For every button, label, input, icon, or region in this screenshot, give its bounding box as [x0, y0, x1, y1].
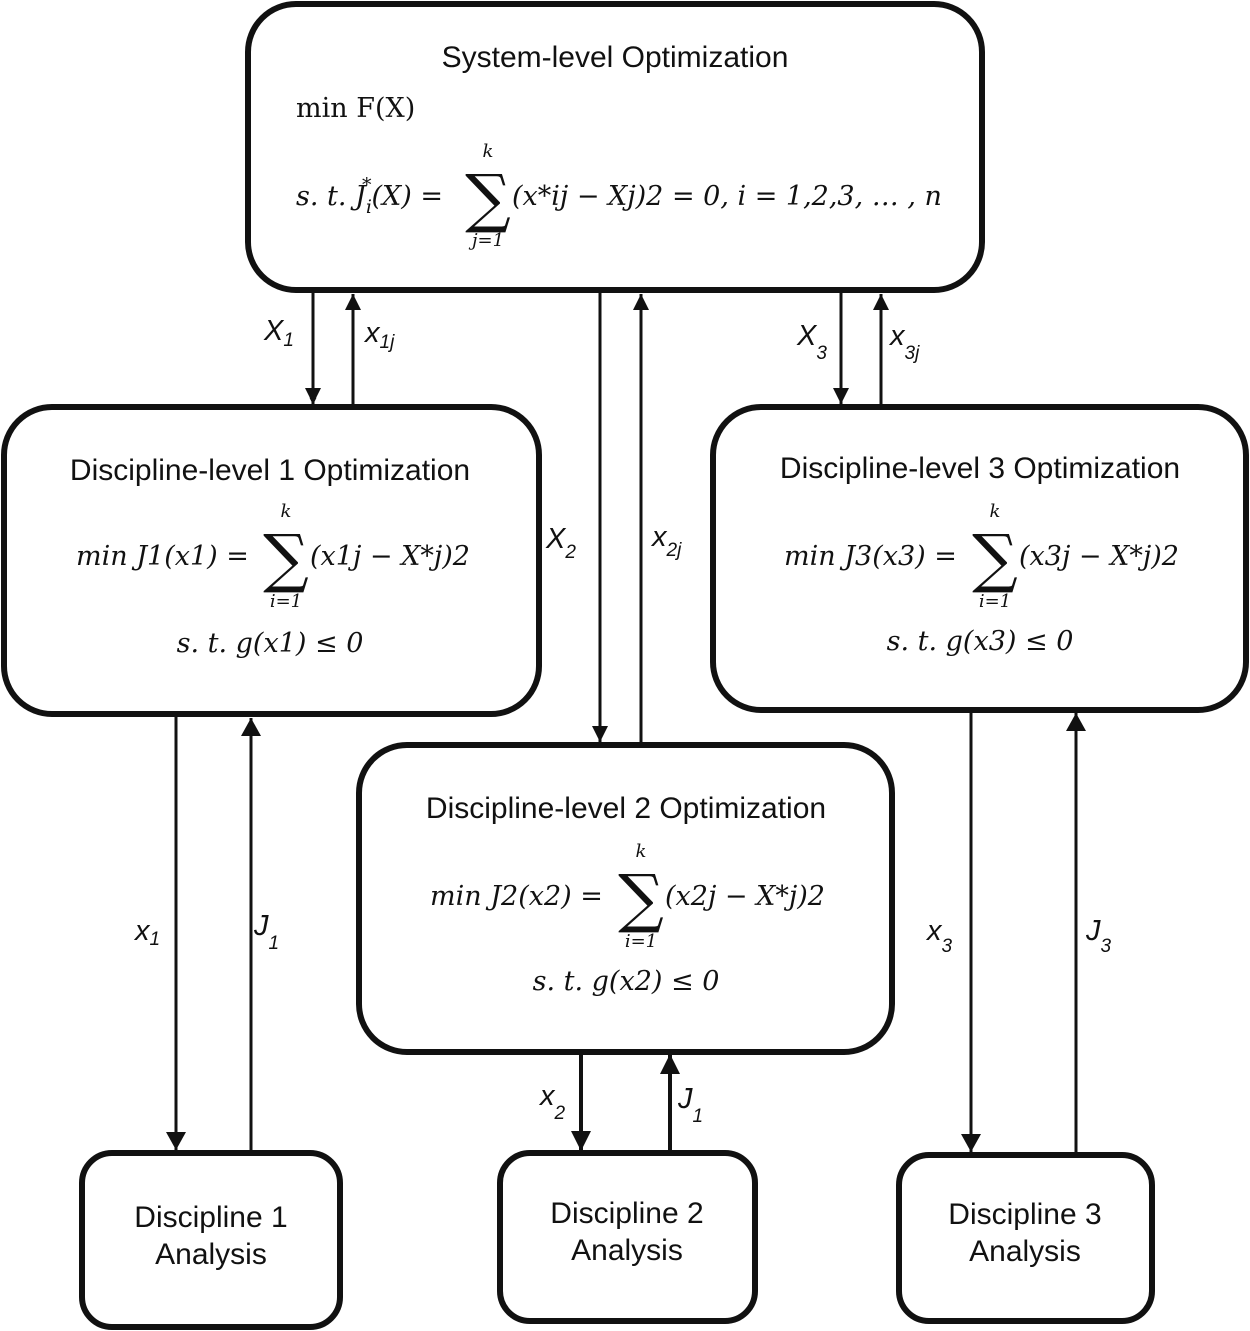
discipline2-objective-rhs: (x2j − X*j)2 [665, 881, 825, 912]
system-objective: min F(X) [296, 93, 415, 124]
discipline3-analysis-box [896, 1152, 1155, 1324]
arrowhead [1066, 713, 1086, 731]
system-sum-top: k [483, 141, 494, 162]
discipline3-objective-lhs: min J3(x3) = [784, 541, 957, 572]
discipline2-sum-bottom: i=1 [625, 931, 657, 952]
analysis3-line1: Discipline 3 [948, 1198, 1101, 1231]
discipline1-title: Discipline-level 1 Optimization [70, 454, 470, 487]
label-x2j: x2j [650, 521, 682, 561]
label-x1: x1 [133, 915, 160, 950]
arrowhead [833, 388, 849, 404]
label-X1: X1 [263, 315, 294, 351]
analysis2-line1: Discipline 2 [550, 1197, 703, 1230]
label-x3j: x3j [888, 320, 920, 364]
system-constraint-sub: i [366, 196, 372, 218]
discipline2-optimization-box [356, 742, 895, 1055]
discipline2-constraint: s. t. g(x2) ≤ 0 [533, 966, 720, 997]
system-constraint-arg: (X) = [371, 181, 443, 212]
discipline1-sigma-icon: ∑ [263, 522, 309, 596]
arrowhead [571, 1131, 591, 1151]
label-X2: X2 [545, 523, 576, 563]
analysis1-line1: Discipline 1 [134, 1201, 287, 1234]
discipline3-objective-rhs: (x3j − X*j)2 [1019, 541, 1179, 572]
system-optimization-box [245, 1, 985, 293]
arrowhead [166, 1132, 186, 1150]
system-constraint-rhs: (x*ij − Xj)2 = 0, i = 1,2,3, … , n [512, 181, 942, 212]
discipline3-constraint: s. t. g(x3) ≤ 0 [887, 626, 1074, 657]
discipline1-analysis-box [79, 1150, 343, 1330]
system-title: System-level Optimization [442, 41, 789, 74]
discipline2-sum-top: k [636, 841, 647, 862]
system-constraint-sup: * [362, 174, 372, 196]
label-J1: J1 [253, 910, 279, 954]
analysis3-line2: Analysis [969, 1235, 1081, 1268]
discipline2-objective-lhs: min J2(x2) = [430, 881, 603, 912]
arrowhead [592, 726, 608, 742]
arrowhead [873, 294, 889, 310]
label-X3: X3 [796, 320, 827, 364]
arrowhead [345, 294, 361, 310]
label-x1j: x1j [363, 317, 395, 353]
discipline3-sigma-icon: ∑ [972, 522, 1018, 596]
discipline3-title: Discipline-level 3 Optimization [780, 452, 1180, 485]
analysis1-line2: Analysis [155, 1238, 267, 1271]
arrowhead [660, 1054, 680, 1074]
discipline2-title: Discipline-level 2 Optimization [426, 792, 826, 825]
discipline3-sum-bottom: i=1 [979, 591, 1011, 612]
arrowhead [633, 294, 649, 310]
discipline2-analysis-box [497, 1150, 758, 1324]
label-x2: x2 [538, 1080, 566, 1124]
discipline1-sum-top: k [281, 501, 292, 522]
discipline3-sum-top: k [990, 501, 1001, 522]
system-sigma-icon: ∑ [465, 162, 511, 236]
discipline1-objective-rhs: (x1j − X*j)2 [310, 541, 470, 572]
arrowhead [961, 1134, 981, 1152]
arrowhead [241, 718, 261, 736]
system-constraint: s. t. Ji*(X) = k ∑ j=1 (x*ij − Xj)2 = 0,… [296, 141, 942, 251]
discipline1-objective-lhs: min J1(x1) = [76, 541, 249, 572]
discipline2-sigma-icon: ∑ [618, 862, 664, 936]
discipline1-constraint: s. t. g(x1) ≤ 0 [177, 628, 364, 659]
label-x3: x3 [925, 915, 953, 957]
system-constraint-lhs: s. t. J [296, 181, 368, 212]
svg-text:s. t. Ji*(X) =: s. t. Ji*(X) = [296, 174, 443, 218]
discipline1-sum-bottom: i=1 [270, 591, 302, 612]
analysis2-line2: Analysis [571, 1234, 683, 1267]
label-J1-d2: J1 [677, 1083, 703, 1127]
system-sum-bottom: j=1 [468, 230, 504, 251]
label-J3: J3 [1085, 915, 1112, 957]
arrowhead [305, 388, 321, 404]
